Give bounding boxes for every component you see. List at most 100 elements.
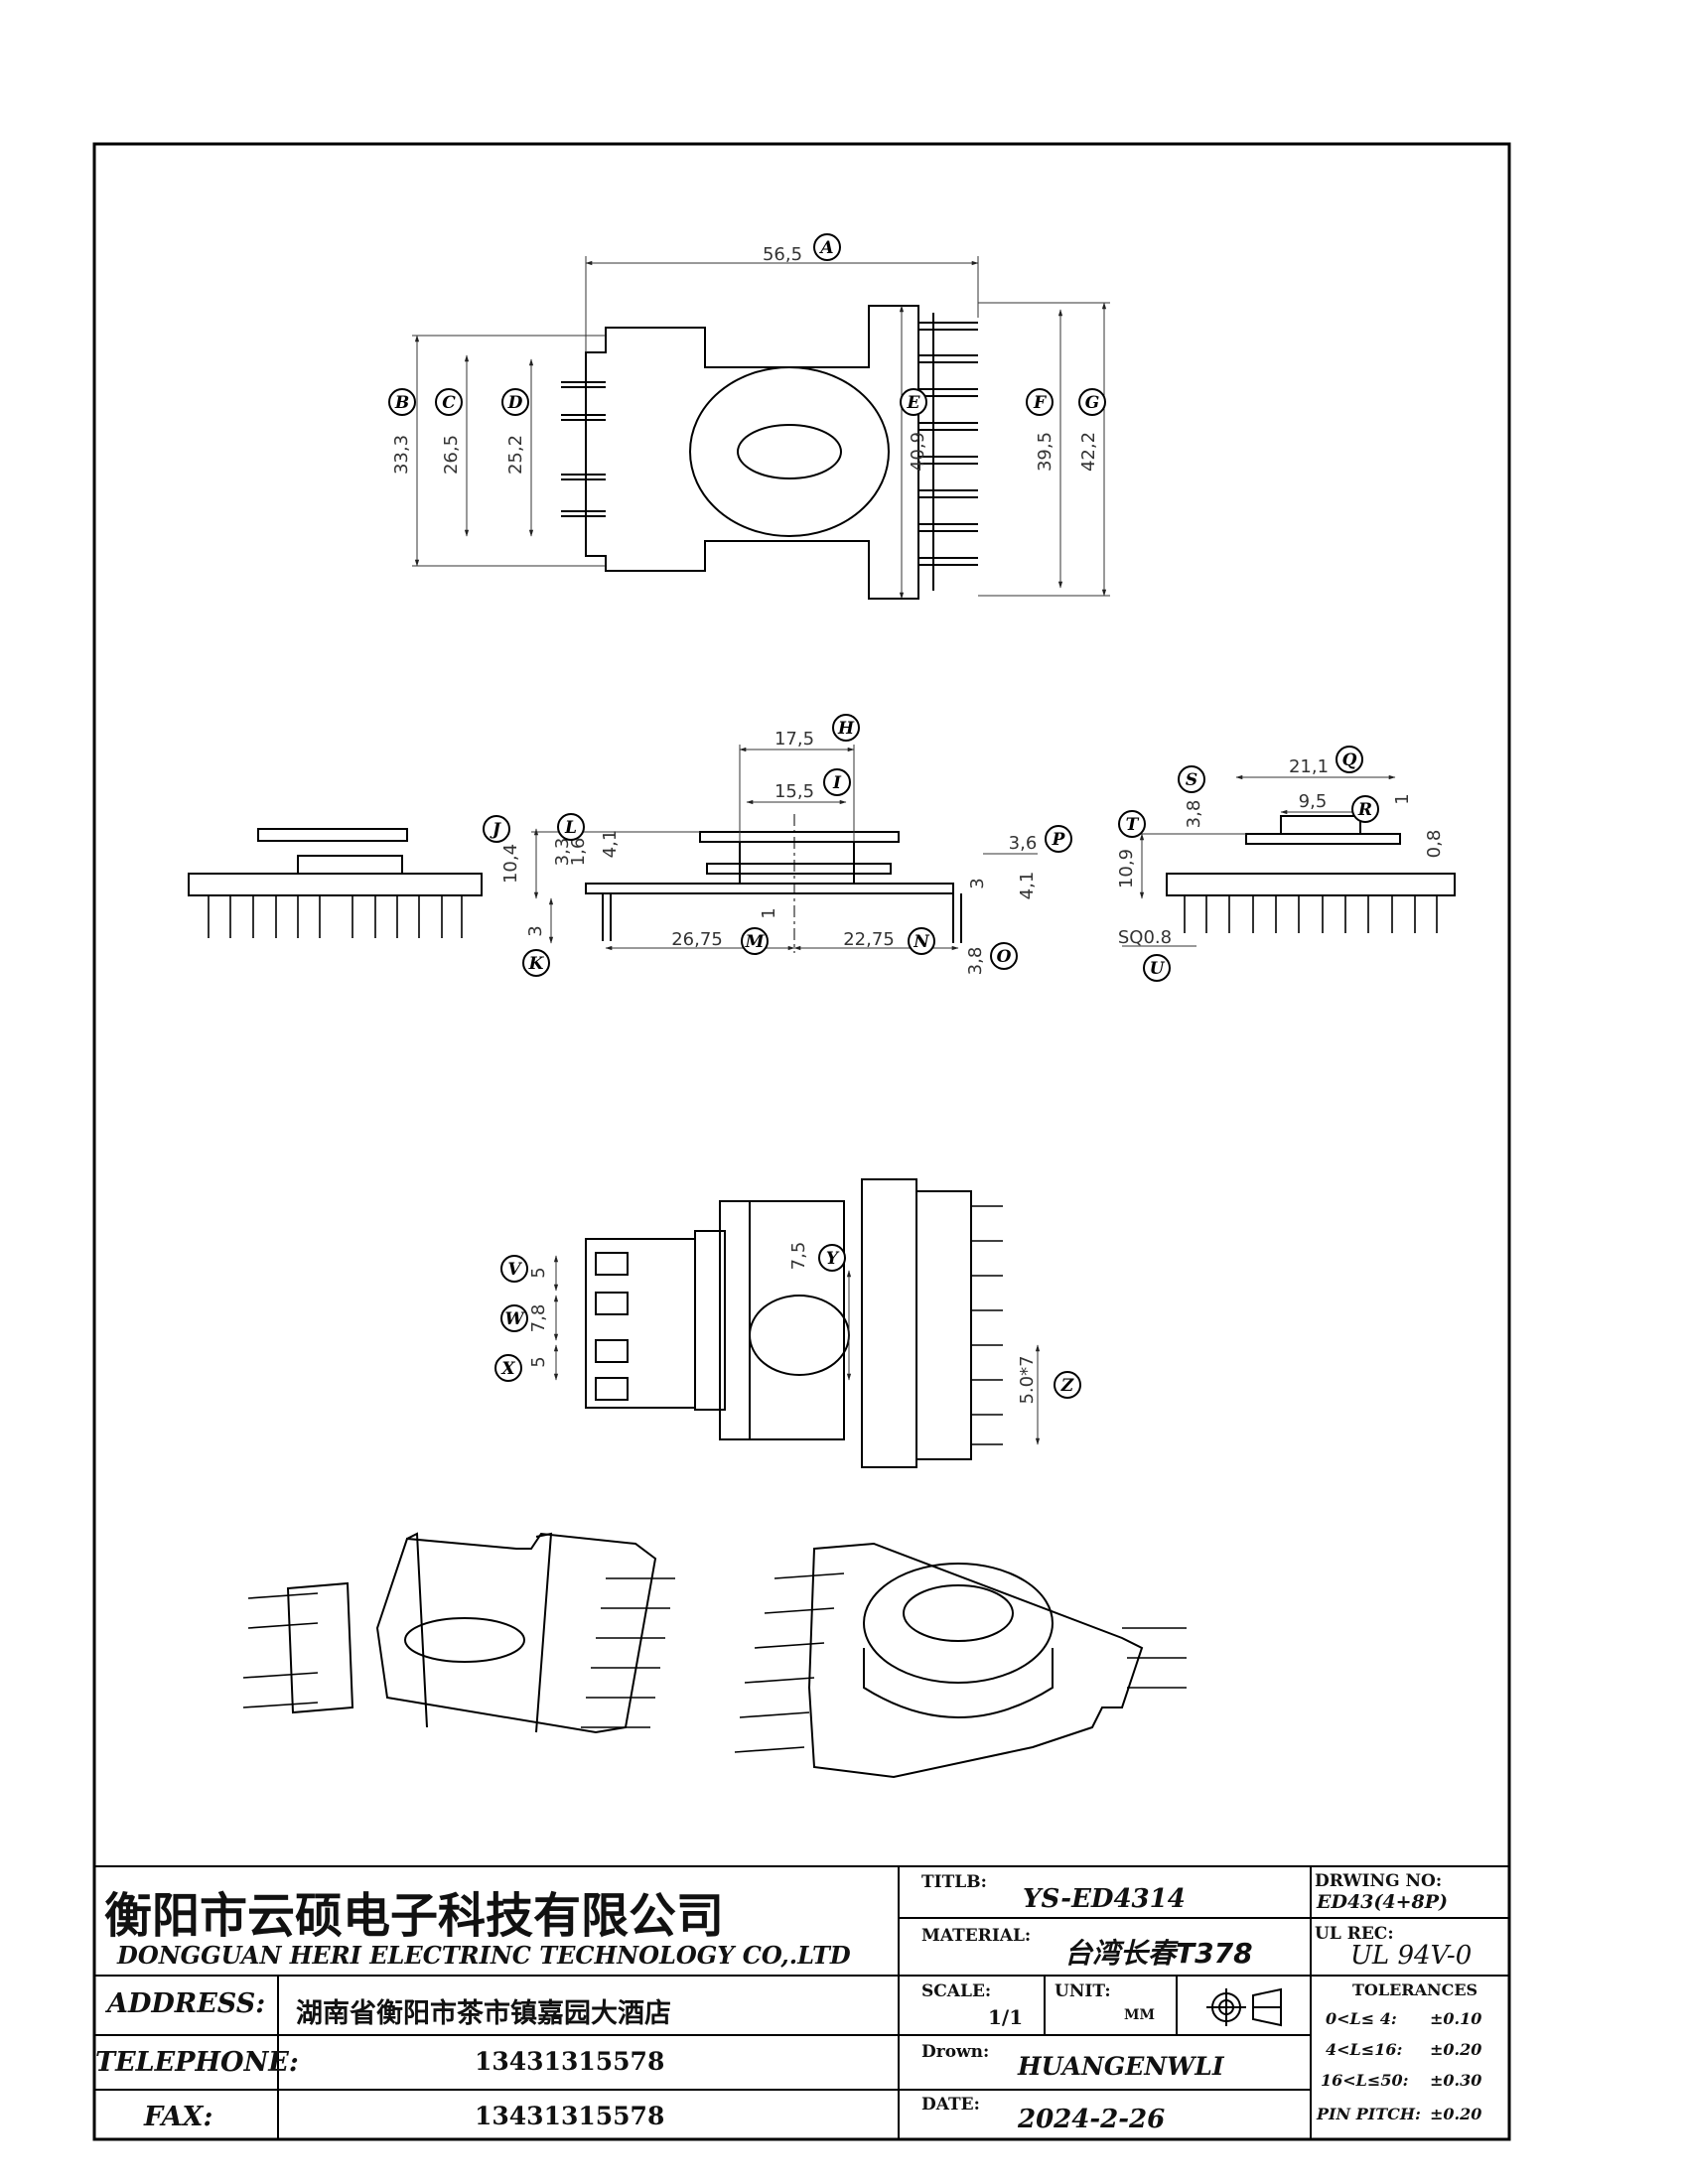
svg-text:V: V xyxy=(507,1260,522,1280)
sheet-border xyxy=(92,142,1511,2141)
tolerance-range: 4<L≤16: xyxy=(1326,2040,1403,2059)
pin-pitch-value: ±0.20 xyxy=(1430,2105,1482,2123)
balloon-x: X xyxy=(494,1354,522,1382)
dimension-label: 26,75 xyxy=(671,929,723,950)
svg-text:O: O xyxy=(997,947,1012,967)
tolerances-title: TOLERANCES xyxy=(1352,1980,1478,1999)
top-view-dimensions xyxy=(412,256,1110,600)
dimension-label: 10,4 xyxy=(500,844,521,884)
svg-text:B: B xyxy=(394,393,409,413)
svg-text:D: D xyxy=(507,393,523,413)
dimension-label: 3 xyxy=(525,925,546,936)
dimension-label: 1,6 xyxy=(568,838,589,867)
balloon-m: M xyxy=(741,927,769,955)
dimension-label: 4,1 xyxy=(600,830,621,859)
balloon-e: E xyxy=(900,388,927,416)
ul-rec-value: UL 94V-0 xyxy=(1350,1941,1473,1971)
third-angle-projection-symbol xyxy=(1206,1987,1282,2027)
right-side-view xyxy=(1166,815,1456,933)
dimension-label: 39,5 xyxy=(1035,432,1055,472)
svg-text:W: W xyxy=(504,1309,525,1329)
dimension-label: 26,5 xyxy=(441,435,462,475)
balloon-j: J xyxy=(483,815,510,843)
balloon-s: S xyxy=(1178,765,1205,793)
dimension-label: 0,8 xyxy=(1424,830,1445,859)
right-side-view-dimensions xyxy=(1122,774,1396,947)
svg-text:G: G xyxy=(1085,393,1100,413)
svg-text:A: A xyxy=(818,238,833,258)
dimension-label: 1 xyxy=(1392,793,1413,804)
bottom-view xyxy=(585,1178,1003,1468)
tolerance-value: ±0.20 xyxy=(1430,2040,1482,2059)
title-block-grid xyxy=(94,1865,1509,2139)
date-value: 2024-2-26 xyxy=(1018,2105,1166,2134)
isometric-view-left xyxy=(242,1532,675,1734)
svg-text:T: T xyxy=(1126,815,1140,835)
dimension-label: 33,3 xyxy=(391,435,412,475)
dimension-label: 4,1 xyxy=(1017,872,1038,900)
dimension-label: 9,5 xyxy=(1299,791,1328,812)
top-view-right-pins xyxy=(918,313,978,591)
dimension-label: 22,75 xyxy=(843,929,895,950)
dimension-label: 7,5 xyxy=(788,1242,809,1271)
ul-rec-label: UL REC: xyxy=(1315,1924,1394,1944)
svg-text:Z: Z xyxy=(1060,1376,1074,1396)
balloon-i: I xyxy=(823,768,851,796)
dimension-label: 5 xyxy=(528,1267,549,1278)
dimension-label: SQ0.8 xyxy=(1118,927,1172,948)
dimension-label: 5 xyxy=(528,1356,549,1367)
balloon-p: P xyxy=(1045,825,1072,853)
svg-text:Y: Y xyxy=(826,1249,840,1269)
dimension-label: 7,8 xyxy=(528,1304,549,1333)
dimension-label: 21,1 xyxy=(1289,756,1329,777)
balloon-d: D xyxy=(501,388,529,416)
dimension-label: 3 xyxy=(967,878,988,888)
tolerance-range: 0<L≤ 4: xyxy=(1326,2009,1397,2028)
dimension-label: 3,8 xyxy=(965,947,986,976)
material-value: 台湾长春T378 xyxy=(1064,1937,1253,1970)
telephone-value: 13431315578 xyxy=(475,2047,665,2076)
bottom-view-dimensions xyxy=(553,1255,1041,1445)
dimension-label: 3,3 xyxy=(552,838,573,867)
balloon-n: N xyxy=(908,927,935,955)
svg-text:Q: Q xyxy=(1342,751,1357,770)
company-name-cn: 衡阳市云硕电子科技有限公司 xyxy=(104,1888,725,1944)
balloon-u: U xyxy=(1143,954,1171,982)
dimension-label: 3,8 xyxy=(1184,800,1204,829)
svg-text:I: I xyxy=(832,773,842,793)
svg-text:K: K xyxy=(528,954,545,974)
address-label: ADDRESS: xyxy=(107,1988,266,2019)
dimension-label: 40,9 xyxy=(908,432,928,472)
balloon-l: L xyxy=(557,813,585,841)
balloon-b: B xyxy=(388,388,416,416)
svg-text:C: C xyxy=(442,393,456,413)
material-label: MATERIAL: xyxy=(921,1926,1032,1946)
title-label: TITLB: xyxy=(921,1872,987,1892)
top-view xyxy=(561,305,978,600)
fax-value: 13431315578 xyxy=(475,2102,665,2130)
balloon-g: G xyxy=(1078,388,1106,416)
svg-text:F: F xyxy=(1033,393,1048,413)
company-name-en: DONGGUAN HERI ELECTRINC TECHNOLOGY CO,.L… xyxy=(117,1941,851,1970)
dimension-label: 1 xyxy=(759,907,779,918)
balloon-r: R xyxy=(1351,795,1379,823)
front-view-dimensions xyxy=(531,745,1038,951)
dimension-label: 25,2 xyxy=(505,435,526,475)
dimension-label: 56,5 xyxy=(763,244,802,265)
drawn-value: HUANGENWLI xyxy=(1018,2052,1224,2081)
dimension-label: 17,5 xyxy=(774,729,814,750)
svg-text:E: E xyxy=(907,393,921,413)
balloon-k: K xyxy=(522,949,550,977)
balloon-z: Z xyxy=(1054,1371,1081,1399)
top-view-left-pins xyxy=(561,381,606,517)
drawing-no-value: ED43(4+8P) xyxy=(1317,1891,1449,1913)
balloon-f: F xyxy=(1026,388,1054,416)
unit-value: MM xyxy=(1124,2007,1155,2023)
balloon-a: A xyxy=(813,233,841,261)
tolerance-value: ±0.30 xyxy=(1430,2071,1482,2090)
svg-text:M: M xyxy=(745,932,766,952)
drawn-label: Drown: xyxy=(921,2042,990,2062)
